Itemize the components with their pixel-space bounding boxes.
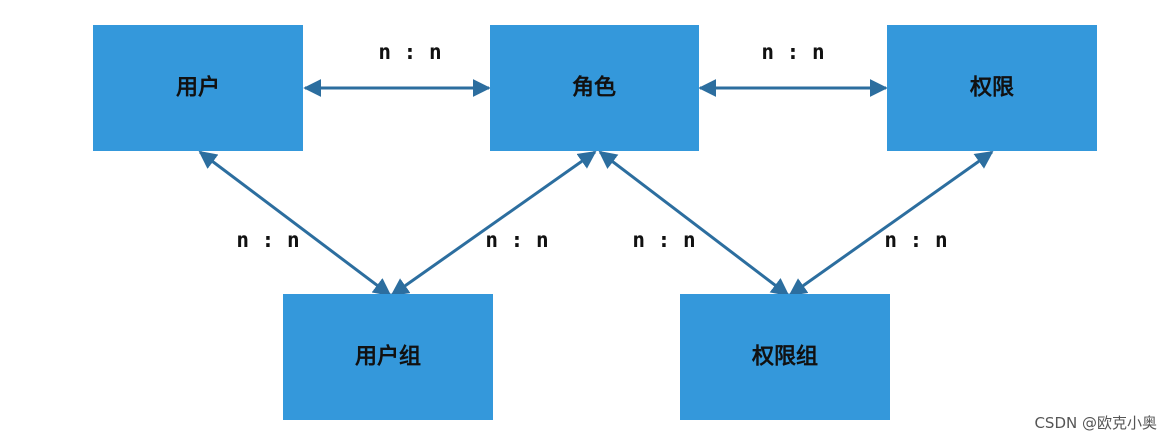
- edge-label-role-permission: n : n: [761, 40, 824, 64]
- watermark-text: CSDN @欧克小奥: [1034, 414, 1157, 432]
- node-role: 角色: [490, 25, 699, 151]
- node-permission-group: 权限组: [680, 294, 890, 420]
- node-role-label: 角色: [572, 75, 616, 101]
- node-user-group: 用户组: [283, 294, 493, 420]
- edge-role-permission-group: [598, 150, 790, 297]
- edge-permission-permission-group: [788, 150, 994, 297]
- node-user-group-label: 用户组: [355, 344, 421, 370]
- edge-role-user-group: [390, 150, 597, 297]
- node-user-label: 用户: [176, 75, 220, 101]
- edge-label-user-user-group: n : n: [236, 228, 299, 252]
- edge-user-user-group: [198, 150, 392, 297]
- edge-label-user-role: n : n: [378, 40, 441, 64]
- node-user: 用户: [93, 25, 303, 151]
- edge-label-role-permission-group: n : n: [632, 228, 695, 252]
- node-permission: 权限: [887, 25, 1097, 151]
- edge-label-role-user-group: n : n: [485, 228, 548, 252]
- edge-label-permission-permission-group: n : n: [884, 228, 947, 252]
- node-permission-group-label: 权限组: [751, 344, 818, 370]
- node-permission-label: 权限: [969, 75, 1014, 101]
